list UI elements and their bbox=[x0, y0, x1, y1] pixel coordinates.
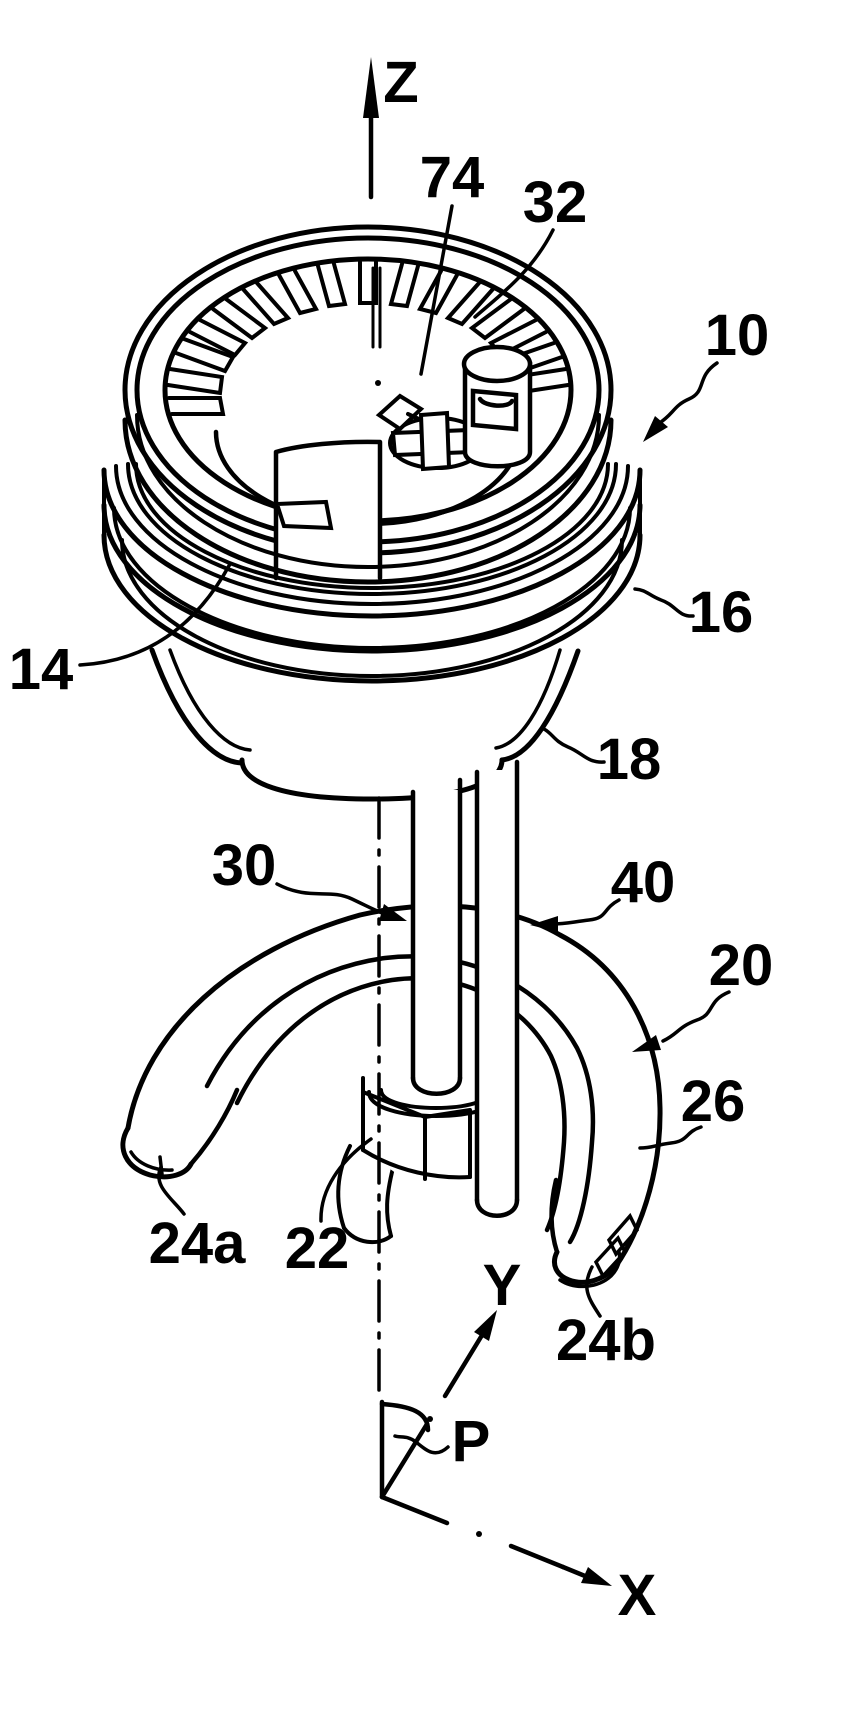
inner-horseshoe-inner bbox=[234, 976, 567, 1233]
rod-fill bbox=[477, 770, 517, 1216]
inner-horseshoe-outer bbox=[204, 954, 596, 1245]
label-y-axis: Y bbox=[483, 1253, 522, 1318]
leader-26 bbox=[638, 1125, 703, 1150]
cylinder-window-arc bbox=[477, 396, 515, 408]
x-axis-dash bbox=[508, 1543, 566, 1570]
diamond-block bbox=[375, 393, 425, 432]
leader-20 bbox=[661, 990, 731, 1043]
leader-16 bbox=[633, 587, 695, 618]
bowl-bottom-arc bbox=[239, 757, 505, 802]
flange-ring-1-inner bbox=[114, 464, 630, 607]
leader-24b bbox=[585, 1265, 602, 1318]
support-tube-30 bbox=[410, 777, 463, 1096]
left-prong-inner-edge bbox=[188, 1087, 240, 1167]
tube-bottom-cap bbox=[410, 1075, 463, 1096]
label-32: 32 bbox=[523, 170, 588, 235]
groove-ring-a bbox=[126, 462, 618, 597]
axes bbox=[363, 57, 612, 1586]
cross-link-line bbox=[406, 412, 423, 422]
flange-ring-2-inner bbox=[112, 506, 632, 651]
cup-front-band-outer bbox=[122, 417, 614, 585]
flange-ring-3-inner bbox=[120, 538, 624, 679]
label-z-axis: Z bbox=[383, 50, 418, 115]
cross-part-74 bbox=[375, 393, 486, 472]
leader-14 bbox=[78, 562, 232, 667]
label-18: 18 bbox=[597, 727, 662, 792]
flange-ring-3 bbox=[101, 532, 643, 684]
label-16: 16 bbox=[689, 580, 754, 645]
label-24b: 24b bbox=[556, 1308, 656, 1373]
leader-24a bbox=[157, 1165, 186, 1216]
label-24a: 24a bbox=[149, 1211, 247, 1276]
origin-arc bbox=[379, 1401, 431, 1433]
groove-ring-b bbox=[134, 462, 610, 591]
reference-labels: Z 74 32 10 16 14 18 30 40 20 26 24a 22 Y… bbox=[9, 50, 774, 1628]
y-axis-shaft bbox=[442, 1324, 490, 1399]
tube-fill bbox=[413, 790, 460, 1094]
leader-P bbox=[393, 1434, 450, 1455]
cylinder-top bbox=[461, 344, 533, 384]
platform bbox=[273, 439, 383, 581]
x-axis-origin-segment bbox=[379, 1494, 450, 1526]
cylinder-part-32 bbox=[461, 344, 533, 469]
leader-18 bbox=[542, 727, 606, 764]
leader-32 bbox=[473, 228, 555, 319]
label-x-axis: X bbox=[618, 1563, 657, 1628]
leader-40-arrowhead bbox=[530, 916, 558, 932]
cylinder-window bbox=[470, 388, 519, 432]
label-origin-p: P bbox=[452, 1409, 491, 1474]
leader-30 bbox=[275, 882, 392, 918]
right-prong-facet-1 bbox=[606, 1212, 640, 1258]
x-axis-arrowhead bbox=[581, 1567, 612, 1586]
cross-v-stub bbox=[418, 410, 452, 472]
rim-front-tab bbox=[274, 499, 334, 531]
leader-74 bbox=[419, 204, 454, 376]
hub-fill bbox=[363, 1068, 470, 1178]
slot-bottom-lip bbox=[342, 1226, 393, 1245]
label-40: 40 bbox=[611, 850, 676, 915]
slot-right-wall bbox=[385, 1166, 395, 1238]
label-10: 10 bbox=[705, 303, 770, 368]
label-22: 22 bbox=[285, 1216, 350, 1281]
y-axis-origin-segment bbox=[379, 1421, 430, 1500]
flange-ring-1 bbox=[101, 467, 643, 619]
label-74: 74 bbox=[420, 145, 485, 210]
left-prong-cap bbox=[120, 1125, 194, 1180]
leader-lines bbox=[78, 204, 731, 1455]
flange-rings bbox=[101, 462, 643, 684]
y-axis-arrowhead bbox=[474, 1310, 497, 1341]
label-14: 14 bbox=[9, 637, 74, 702]
z-axis-arrowhead bbox=[363, 57, 379, 118]
y-axis-dot bbox=[427, 1416, 433, 1422]
leader-20-arrowhead bbox=[632, 1035, 661, 1052]
cup-front-band-inner bbox=[135, 413, 601, 570]
flange-ring-2 bbox=[101, 502, 643, 654]
x-axis-dot bbox=[476, 1531, 482, 1537]
leader-30-arrowhead bbox=[379, 904, 407, 921]
bowl-left-edge bbox=[149, 647, 245, 766]
right-prong-facet-2 bbox=[593, 1234, 628, 1280]
leader-40 bbox=[550, 898, 621, 926]
bowl-left-inner bbox=[168, 648, 252, 752]
back-wall-slit bbox=[371, 266, 382, 349]
bowl-right-edge bbox=[499, 648, 581, 763]
rod-bottom-cap bbox=[474, 1197, 520, 1218]
floor-dot bbox=[375, 380, 381, 386]
leader-10-arrowhead bbox=[643, 416, 668, 442]
leader-10 bbox=[656, 361, 719, 426]
leader-22 bbox=[319, 1137, 373, 1223]
left-prong-band bbox=[129, 1150, 174, 1172]
label-26: 26 bbox=[681, 1069, 746, 1134]
label-30: 30 bbox=[212, 833, 277, 898]
cup-assembly bbox=[122, 224, 614, 585]
support-rod-40 bbox=[474, 759, 520, 1218]
bowl-right-inner bbox=[494, 648, 562, 750]
x-axis-link bbox=[560, 1564, 588, 1579]
slot-left-wall bbox=[336, 1144, 352, 1230]
flange-side-walls bbox=[102, 468, 642, 537]
label-20: 20 bbox=[709, 933, 774, 998]
